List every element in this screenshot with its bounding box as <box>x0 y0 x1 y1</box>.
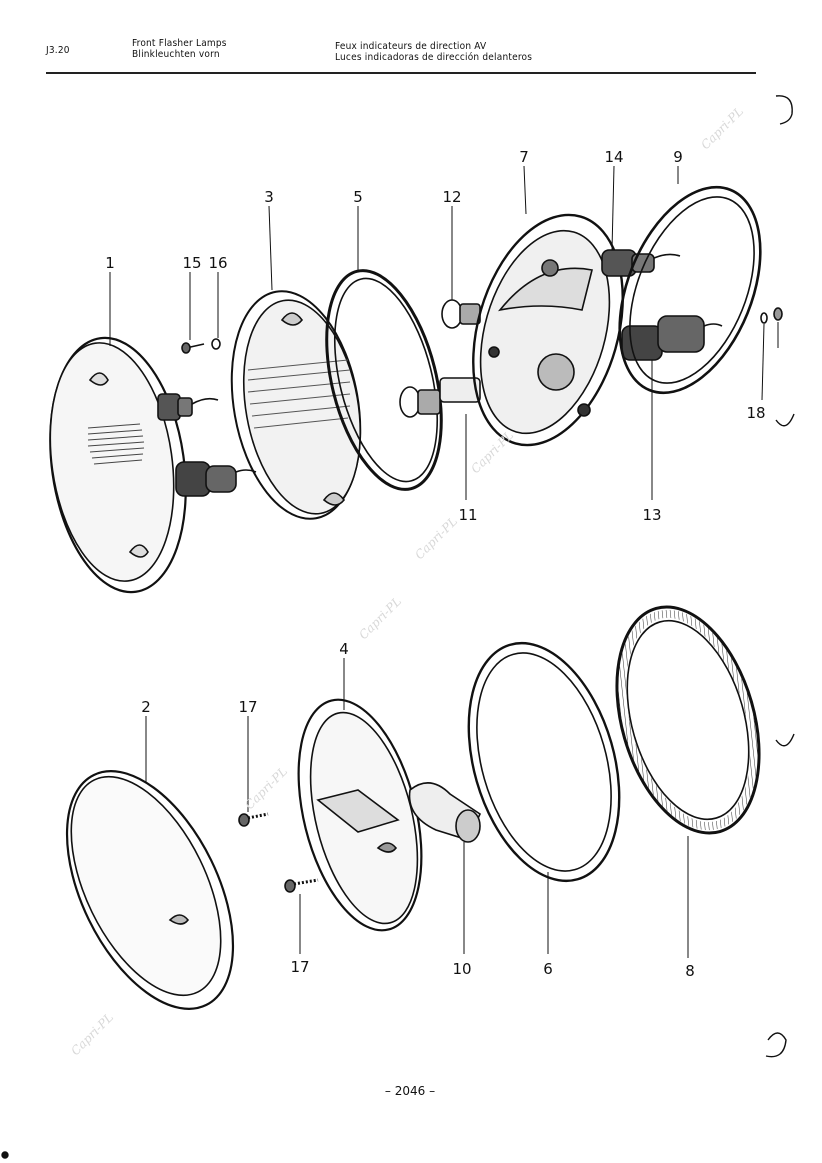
callout-3: 3 <box>264 188 274 206</box>
title-german: Blinkleuchten vorn <box>132 49 220 60</box>
callout-4: 4 <box>339 640 349 658</box>
part-17-screw-upper <box>238 812 269 827</box>
leader-lines <box>109 165 779 958</box>
part-9-mounting-ring <box>618 185 762 395</box>
callout-8: 8 <box>685 962 695 980</box>
title-spanish: Luces indicadoras de dirección delantero… <box>335 52 533 63</box>
watermark-text: Capri-PL <box>68 1010 116 1058</box>
part-4-reflector <box>297 698 423 932</box>
callout-12: 12 <box>442 188 461 206</box>
callout-17-lower: 17 <box>290 958 309 976</box>
callout-15: 15 <box>182 254 201 272</box>
part-1-lamp-assembly <box>49 336 257 594</box>
part-3-lens <box>230 290 362 520</box>
callout-13: 13 <box>642 506 661 524</box>
part-15-screw <box>181 342 205 354</box>
part-11-bulb <box>399 377 481 418</box>
callout-labels: 1 2 3 4 5 6 7 8 9 10 11 12 13 14 15 16 1… <box>105 148 765 980</box>
callout-2: 2 <box>141 698 151 716</box>
part-16-washer <box>211 338 221 350</box>
part-10-bulb <box>408 782 482 843</box>
callout-6: 6 <box>543 960 553 978</box>
header-rule <box>46 72 756 74</box>
part-6-rim <box>467 641 621 883</box>
part-13-bulb-holder <box>621 315 723 361</box>
watermark-text: Capri-PL <box>356 594 404 642</box>
title-english: Front Flasher Lamps <box>132 38 227 49</box>
page-code: J3.20 <box>46 45 70 56</box>
callout-1: 1 <box>105 254 115 272</box>
page-number: – 2046 – <box>384 1084 436 1098</box>
callout-9: 9 <box>673 148 683 166</box>
margin-marks <box>1 95 795 1159</box>
callout-14: 14 <box>604 148 623 166</box>
watermark-text: Capri-PL <box>698 104 746 152</box>
part-12-bulb <box>441 299 481 329</box>
part-7-reflector-housing <box>472 213 624 447</box>
part-18-washer-nut <box>760 307 783 324</box>
title-french: Feux indicateurs de direction AV <box>335 41 487 52</box>
callout-11: 11 <box>458 506 477 524</box>
part-17-screw-lower <box>284 878 319 893</box>
callout-10: 10 <box>452 960 471 978</box>
part-2-cover-lens <box>65 770 235 1010</box>
callout-16: 16 <box>208 254 227 272</box>
callout-18: 18 <box>746 404 765 422</box>
watermark-text: Capri-PL <box>412 514 460 562</box>
callout-5: 5 <box>353 188 363 206</box>
callout-17-upper: 17 <box>238 698 257 716</box>
part-8-bezel-ring <box>615 605 761 835</box>
watermark-text: Capri-PL <box>242 764 290 812</box>
watermark-text: Capri-PL <box>468 428 516 476</box>
callout-7: 7 <box>519 148 529 166</box>
part-14-bulb-holder <box>601 249 681 277</box>
part-5-gasket <box>325 269 443 491</box>
